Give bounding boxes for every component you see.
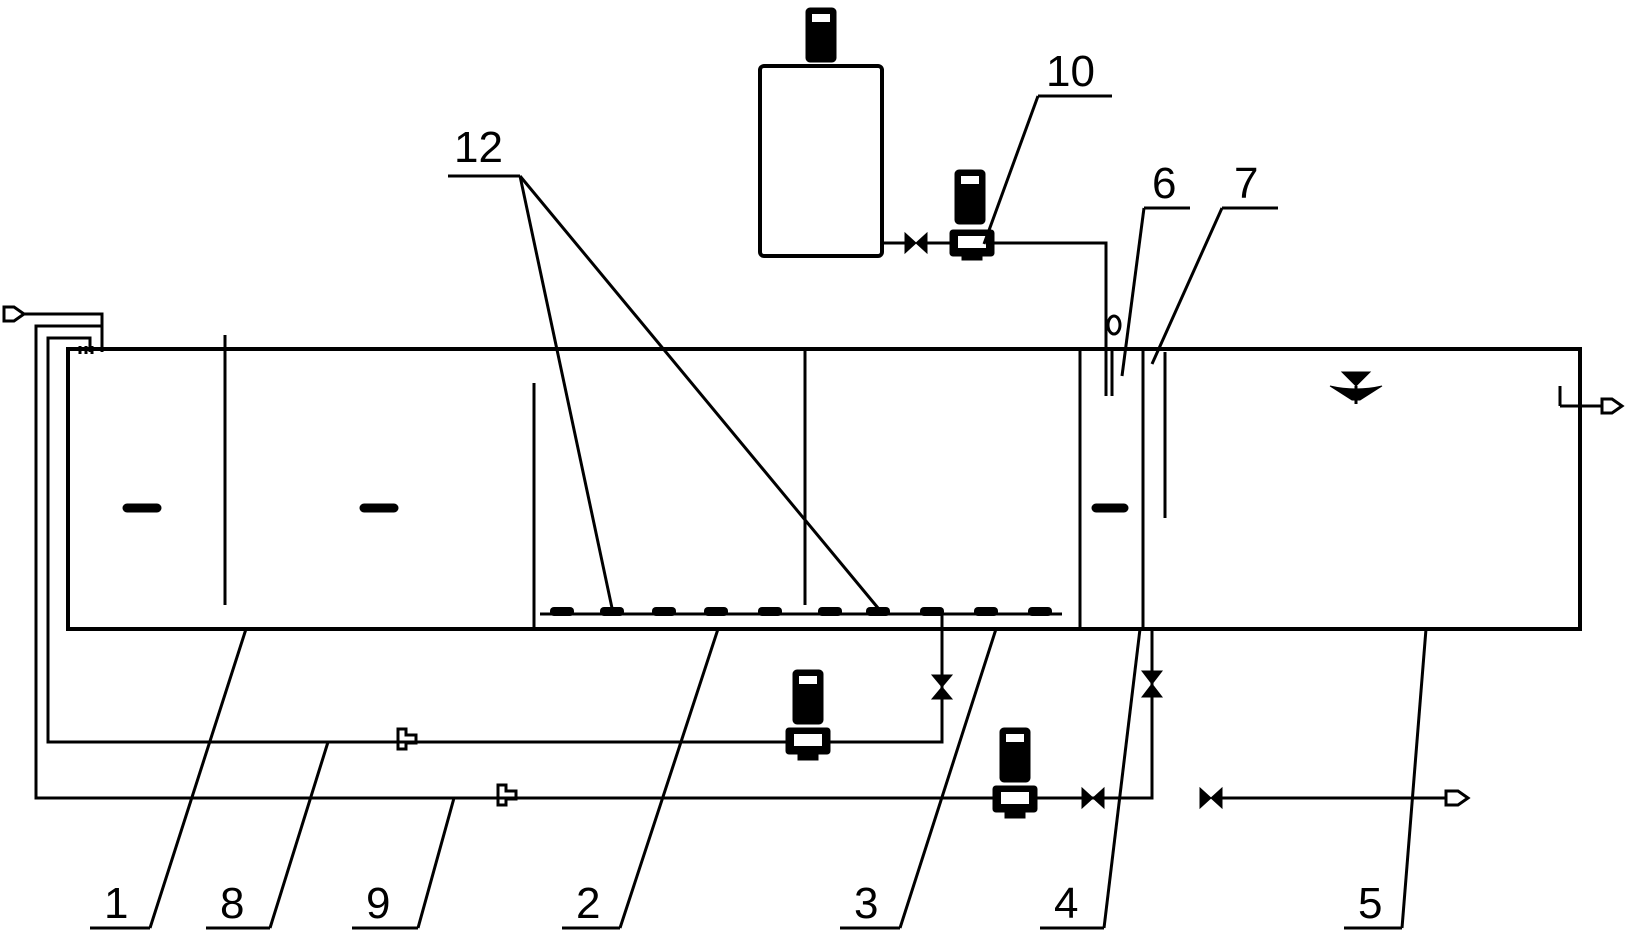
- aerator-icon: [704, 607, 728, 616]
- aerator-icon: [758, 607, 782, 616]
- valve-icon: [930, 674, 954, 700]
- callout-6: 6: [1152, 159, 1176, 208]
- dosing-valve-icon: [904, 231, 928, 255]
- mixer-icon: [1091, 503, 1129, 513]
- callout-7: 7: [1234, 159, 1258, 208]
- return-line-8: [46, 336, 954, 761]
- dosing-motor-icon: [805, 7, 837, 63]
- callout-9: 9: [366, 879, 390, 928]
- aerator-icon: [866, 607, 890, 616]
- callout-4: 4: [1054, 879, 1078, 928]
- mixer-icon: [122, 503, 162, 513]
- tank-outlet: [1558, 386, 1625, 415]
- water-level-icon: [1329, 371, 1383, 404]
- callout-5: 5: [1358, 879, 1382, 928]
- aerator-icon: [974, 607, 998, 616]
- callout-8: 8: [220, 879, 244, 928]
- aerator-icon: [1028, 607, 1052, 616]
- callout-1: 1: [104, 879, 128, 928]
- aerator-icon: [600, 607, 624, 616]
- leader-lines: [90, 94, 1428, 930]
- flow-meter-icon: [1106, 314, 1122, 336]
- mixers: [122, 503, 1129, 513]
- dosing-tank: [758, 7, 1122, 396]
- mixer-icon: [359, 503, 399, 513]
- valve-icon: [1081, 786, 1105, 810]
- aerator-icon: [652, 607, 676, 616]
- inlet: [2, 305, 104, 354]
- valve-icon: [1199, 786, 1223, 810]
- callout-10: 10: [1046, 47, 1095, 96]
- flow-arrow-icon: [2, 305, 27, 323]
- flow-arrow-icon: [1444, 789, 1471, 807]
- valve-icon: [1140, 670, 1164, 698]
- callout-2: 2: [576, 879, 600, 928]
- flow-arrow-icon: [1600, 397, 1625, 415]
- callout-labels: 12 10 6 7 1 8 9 2 3 4 5: [104, 47, 1382, 928]
- main-tank: [66, 347, 1582, 631]
- aerator-icon: [818, 607, 842, 616]
- callout-3: 3: [854, 879, 878, 928]
- pump-icon: [992, 727, 1038, 819]
- flow-arrow-icon: [496, 783, 518, 807]
- pump-icon: [785, 669, 831, 761]
- callout-12: 12: [454, 123, 503, 172]
- tank-partitions: [223, 335, 1167, 629]
- dosing-pump-icon: [949, 169, 995, 261]
- diffusers: [550, 607, 1052, 616]
- return-line-9: [34, 324, 1471, 819]
- aerator-icon: [550, 607, 574, 616]
- aerator-icon: [920, 607, 944, 616]
- flow-arrow-icon: [396, 727, 418, 751]
